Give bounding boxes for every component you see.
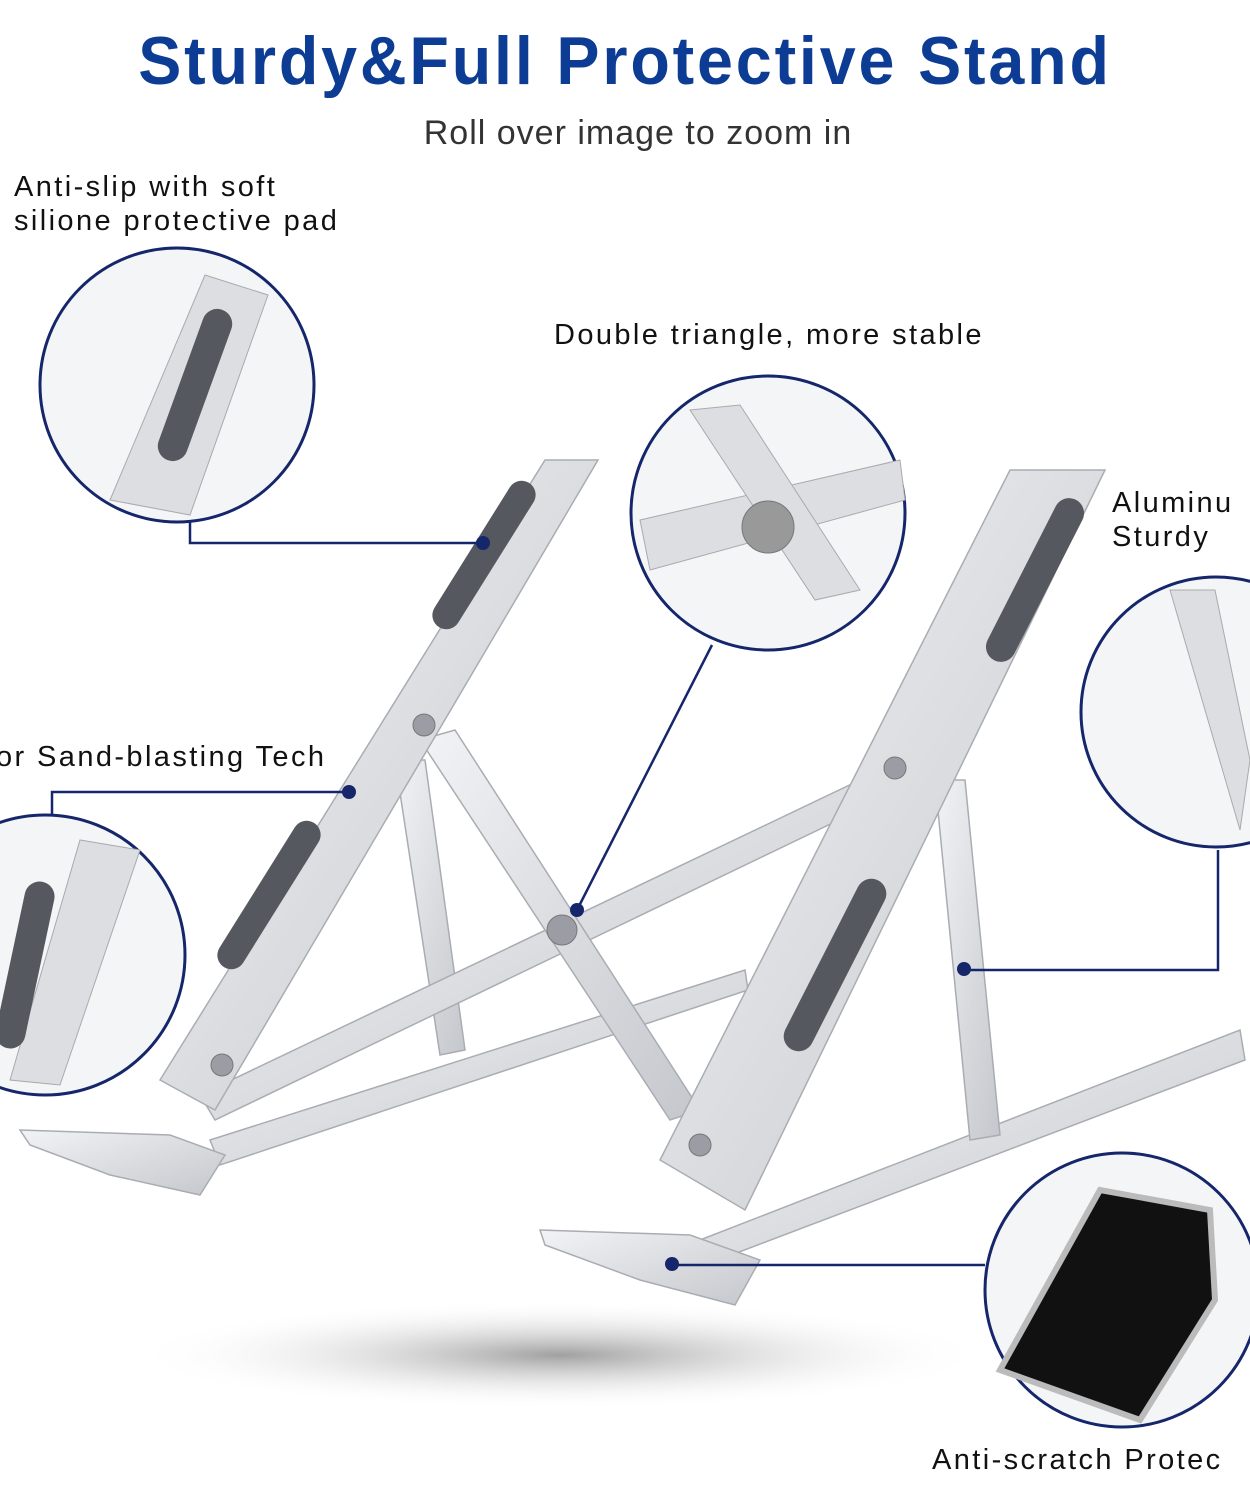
page-title: Sturdy&Full Protective Stand (138, 23, 1112, 99)
callout-dots (342, 536, 971, 1271)
callout-aluminum-line1: Aluminu (1112, 487, 1234, 519)
floor-shadow (130, 1300, 990, 1410)
callout-lines (50, 520, 1220, 1267)
callout-sand-blasting: or Sand-blasting Tech (0, 741, 327, 773)
callout-anti-slip-line2: silione protective pad (14, 205, 340, 237)
zoom-hint: Roll over image to zoom in (423, 114, 853, 152)
silicone-pads (217, 480, 1085, 1052)
pivot-screws (210, 713, 907, 1157)
callout-anti-slip-line1: Anti-slip with soft (14, 171, 278, 203)
callout-aluminum: Aluminu Sturdy (1112, 486, 1234, 554)
callout-anti-scratch: Anti-scratch Protec (932, 1444, 1223, 1476)
callout-anti-slip: Anti-slip with soft silione protective p… (14, 170, 339, 238)
callout-aluminum-line2: Sturdy (1112, 521, 1211, 553)
zoom-details (0, 274, 1250, 1424)
callout-double-triangle: Double triangle, more stable (554, 319, 984, 351)
